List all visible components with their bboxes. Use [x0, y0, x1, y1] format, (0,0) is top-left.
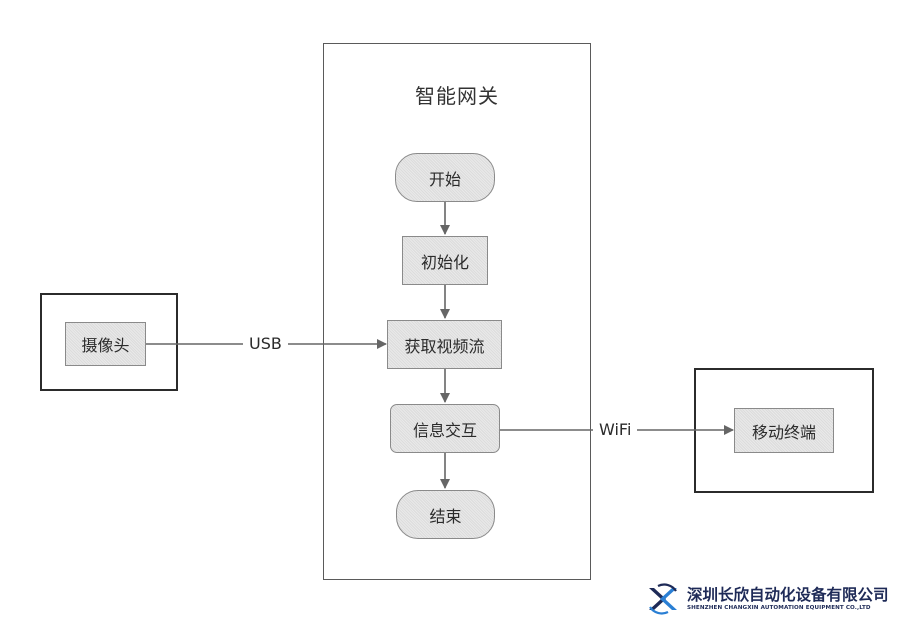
init-node: 初始化	[402, 236, 488, 285]
get-video-stream-node: 获取视频流	[387, 320, 502, 369]
wifi-label: WiFi	[593, 420, 638, 440]
camera-node: 摄像头	[65, 322, 146, 366]
usb-label: USB	[243, 334, 288, 354]
chevron-x-logo-icon	[646, 582, 680, 616]
company-name-cn: 深圳长欣自动化设备有限公司	[687, 586, 889, 604]
end-node: 结束	[396, 490, 495, 539]
company-name-en: SHENZHEN CHANGXIN AUTOMATION EQUIPMENT C…	[687, 605, 871, 611]
mobile-terminal-node: 移动终端	[734, 408, 834, 453]
gateway-title: 智能网关	[415, 84, 499, 108]
start-node: 开始	[395, 153, 495, 202]
interaction-node: 信息交互	[390, 404, 500, 453]
company-logo: 深圳长欣自动化设备有限公司 SHENZHEN CHANGXIN AUTOMATI…	[645, 578, 913, 620]
